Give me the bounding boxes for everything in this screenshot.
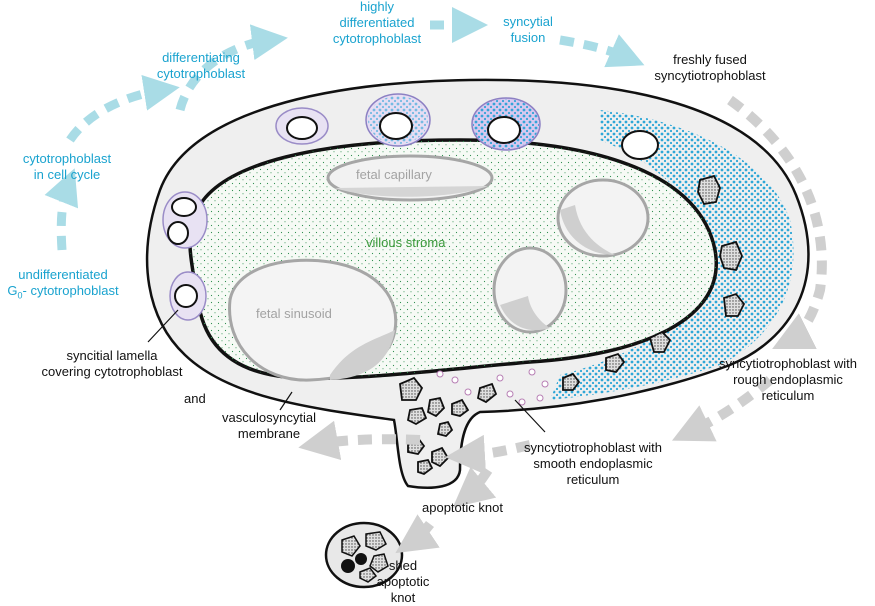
label-and: and [184, 391, 206, 406]
label-apoptotic-knot: apoptotic knot [422, 500, 503, 515]
smooth-er-vesicles [436, 368, 549, 406]
label-highly-differentiated: highly differentiated cytotrophoblast [332, 0, 422, 46]
differentiation-arrows [44, 7, 645, 251]
label-differentiating: differentiating cytotrophoblast [156, 50, 246, 81]
label-syncitial-lamella: syncitial lamella covering cytotrophobla… [41, 348, 183, 379]
syncytial-nuclei [399, 174, 746, 476]
label-syncytial-fusion: syncytial fusion [503, 14, 553, 45]
label-rough-er: syncytiotrophoblast with rough endoplasm… [718, 356, 857, 403]
label-fetal-capillary: fetal capillary [356, 167, 432, 182]
label-shed-apoptotic-knot: shed apoptotic knot [376, 558, 430, 605]
pointer-smooth [514, 399, 546, 433]
label-cell-cycle: cytotrophoblast in cell cycle [22, 151, 112, 182]
label-fetal-sinusoid: fetal sinusoid [256, 306, 332, 321]
shed-apoptotic-knot [324, 521, 404, 589]
pointer-lamella [147, 309, 179, 343]
rough-er-region [550, 110, 794, 400]
pointer-vasculo [279, 391, 293, 411]
label-smooth-er: syncytiotrophoblast with smooth endoplas… [523, 440, 662, 487]
label-villous-stroma: villous stroma [366, 235, 446, 250]
cytotrophoblast-cells [162, 93, 659, 321]
label-vasculosyncytial: vasculosyncytial membrane [222, 410, 316, 441]
maturation-arrows [298, 95, 827, 554]
label-freshly-fused: freshly fused syncytiotrophoblast [654, 52, 766, 83]
label-undifferentiated: undifferentiated G0- cytotrophoblast [7, 267, 119, 301]
